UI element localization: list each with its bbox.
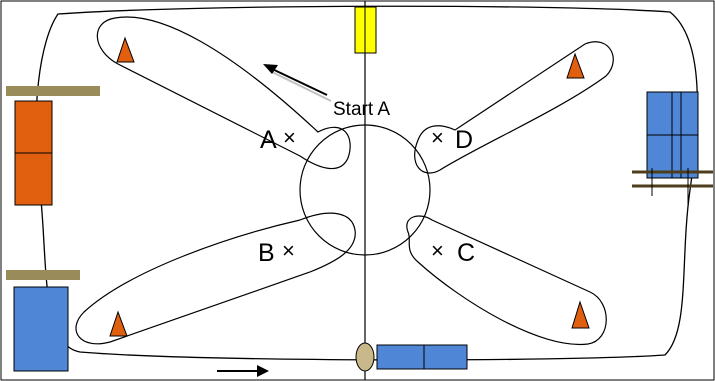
outer-run-path: [35, 5, 698, 361]
yellow-goal-box: [354, 6, 377, 54]
loop-a: [96, 16, 351, 170]
cone-icon: [109, 310, 128, 337]
point-a-label: A: [260, 126, 277, 154]
loop-c: [406, 215, 607, 346]
point-b-label: B: [258, 239, 275, 267]
rail-left-top: [6, 86, 100, 96]
center-circle: [299, 124, 431, 256]
start-arrow-icon: [263, 64, 332, 102]
start-label: Start A: [333, 99, 390, 120]
point-b-cross: ×: [282, 238, 295, 263]
cone-icon: [571, 300, 590, 329]
cone-icon: [566, 52, 585, 79]
bottom-direction-arrow-icon: [217, 365, 269, 377]
loop-b: [75, 212, 356, 345]
loop-d: [414, 41, 614, 174]
point-d-label: D: [455, 126, 473, 154]
blue-goal-box-right: [646, 91, 699, 179]
start-marker-oval: [355, 342, 375, 372]
blue-goal-box-left: [13, 286, 69, 372]
point-a-cross: ×: [283, 125, 296, 150]
orange-goal-box: [14, 100, 53, 206]
point-c-label: C: [457, 239, 475, 267]
rail-left-bottom: [6, 270, 80, 280]
point-c-cross: ×: [431, 238, 444, 263]
rail-right: [632, 168, 713, 205]
point-d-cross: ×: [431, 125, 444, 150]
cone-icon: [116, 36, 135, 63]
blue-goal-box-bottom: [376, 344, 468, 370]
